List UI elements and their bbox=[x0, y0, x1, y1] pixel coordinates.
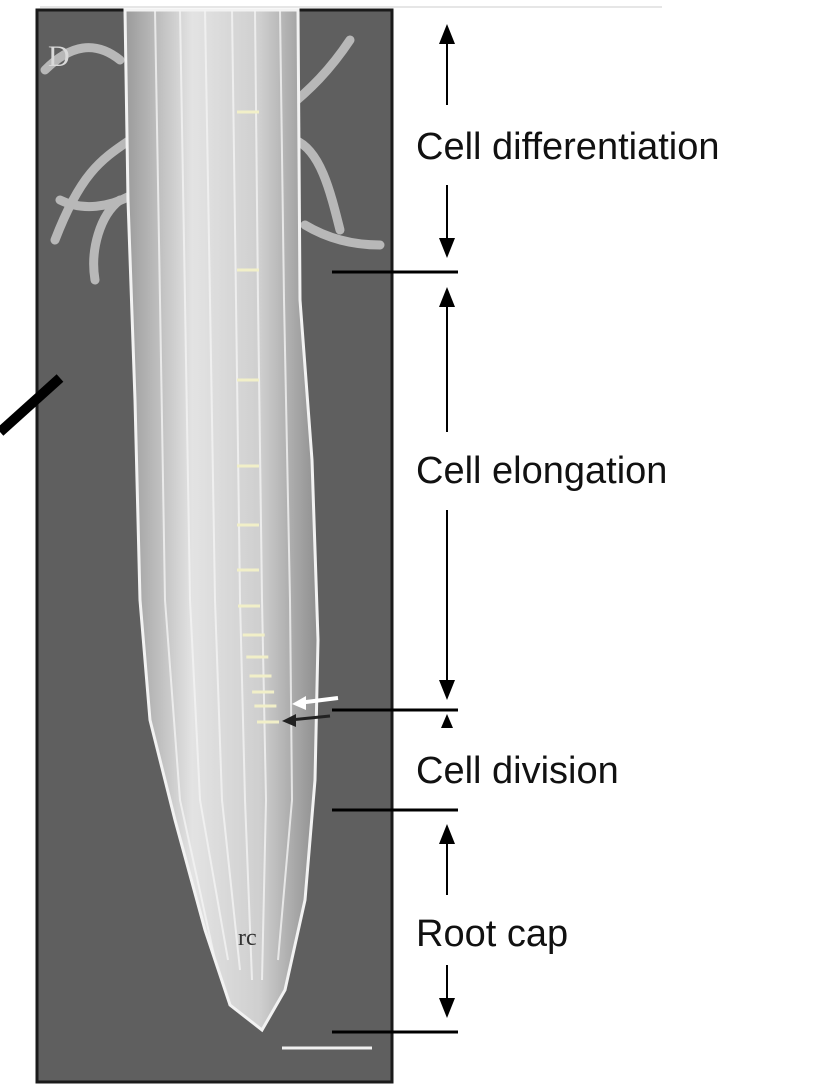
extent-arrows bbox=[439, 24, 455, 1018]
differentiation-arrowhead-up bbox=[439, 24, 455, 44]
differentiation-arrowhead-down bbox=[439, 238, 455, 258]
rootcap-arrowhead-down bbox=[439, 998, 455, 1018]
panel-letter: D bbox=[48, 40, 70, 73]
label-cell-differentiation: Cell differentiation bbox=[416, 128, 719, 166]
root-cap-tip-label: rc bbox=[238, 925, 257, 951]
label-cell-division: Cell division bbox=[416, 752, 619, 790]
rootcap-arrowhead-up bbox=[439, 824, 455, 844]
label-cell-elongation: Cell elongation bbox=[416, 452, 667, 490]
elongation-arrowhead-up bbox=[439, 287, 455, 307]
elongation-arrowhead-down bbox=[439, 680, 455, 700]
label-root-cap: Root cap bbox=[416, 915, 568, 953]
division-arrowhead-up bbox=[441, 714, 453, 728]
